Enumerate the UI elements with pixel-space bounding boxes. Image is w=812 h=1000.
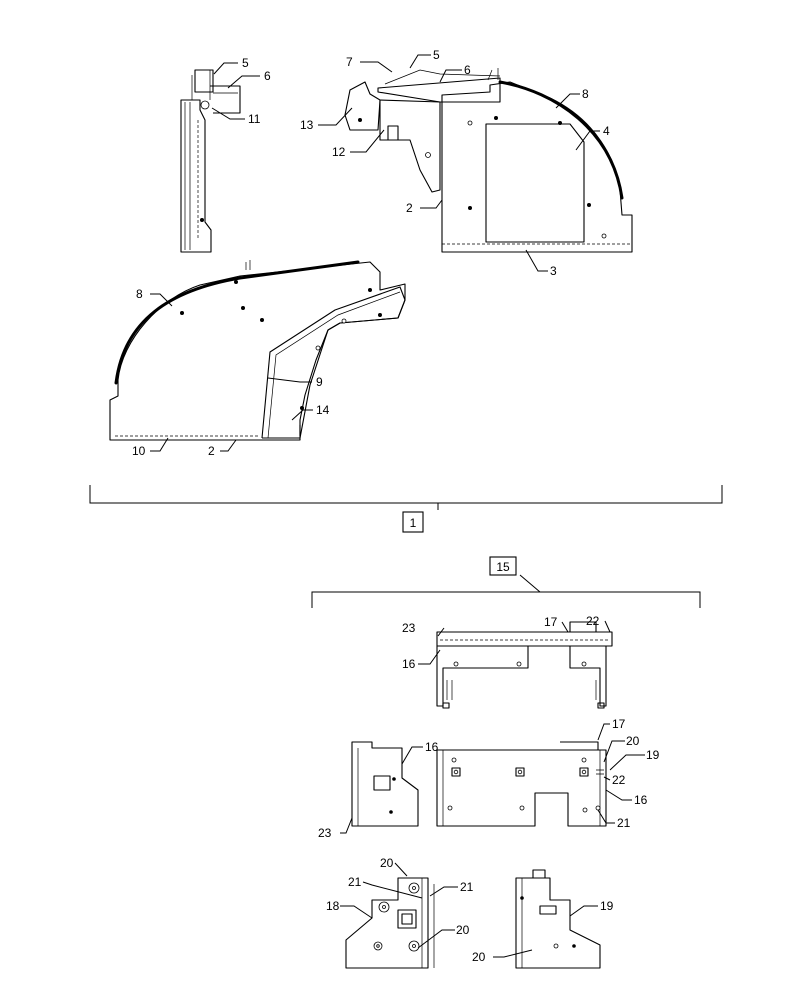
callout-16-top: 16 bbox=[402, 657, 416, 671]
callout-3: 3 bbox=[550, 264, 557, 278]
callout-6-rear: 6 bbox=[464, 63, 471, 77]
assembly-1-bracket bbox=[89, 485, 723, 510]
callout-21-bottom-a: 21 bbox=[348, 875, 362, 889]
callout-9: 9 bbox=[316, 375, 323, 389]
callout-21-mid: 21 bbox=[617, 816, 631, 830]
callout-22-mid: 22 bbox=[612, 773, 626, 787]
callout-20-bottom-a: 20 bbox=[380, 856, 394, 870]
rear-view bbox=[344, 68, 633, 253]
callout-18: 18 bbox=[326, 899, 340, 913]
detail-main-plate bbox=[436, 741, 607, 827]
leader-lines bbox=[150, 54, 645, 958]
callout-20-mid: 20 bbox=[626, 734, 640, 748]
callout-6-side: 6 bbox=[264, 69, 271, 83]
callout-13: 13 bbox=[300, 118, 314, 132]
detail-side-panel bbox=[351, 741, 419, 827]
callout-17-top: 17 bbox=[544, 615, 558, 629]
callout-19-bottom: 19 bbox=[600, 899, 614, 913]
side-profile-view bbox=[180, 69, 241, 253]
callout-11: 11 bbox=[248, 112, 261, 126]
callout-16-side: 16 bbox=[425, 740, 439, 754]
callout-12: 12 bbox=[332, 145, 346, 159]
callout-14: 14 bbox=[316, 403, 330, 417]
callout-box-1: 1 bbox=[402, 511, 424, 533]
callout-5-side: 5 bbox=[242, 56, 249, 70]
svg-text:15: 15 bbox=[496, 560, 510, 574]
callout-22-top: 22 bbox=[586, 614, 600, 628]
svg-text:1: 1 bbox=[410, 516, 417, 530]
callout-4: 4 bbox=[603, 124, 610, 138]
callout-5-rear: 5 bbox=[433, 48, 440, 62]
callout-2-front: 2 bbox=[208, 444, 215, 458]
callout-box-15: 15 bbox=[489, 556, 517, 576]
callout-17-mid: 17 bbox=[612, 717, 626, 731]
callout-20-bottom-b: 20 bbox=[456, 923, 470, 937]
callout-2-rear: 2 bbox=[406, 201, 413, 215]
callout-19-mid: 19 bbox=[646, 748, 660, 762]
front-view bbox=[109, 260, 406, 441]
detail-bracket-front bbox=[436, 621, 613, 709]
detail-bracket-19 bbox=[515, 869, 601, 969]
callout-8-rear: 8 bbox=[582, 87, 589, 101]
callout-23-top: 23 bbox=[402, 621, 416, 635]
callout-8-front: 8 bbox=[136, 287, 143, 301]
callout-21-bottom-b: 21 bbox=[460, 880, 474, 894]
callout-labels: 5 6 11 7 5 6 13 12 2 8 4 3 8 9 14 10 2 2… bbox=[132, 48, 660, 964]
callout-10: 10 bbox=[132, 444, 146, 458]
assembly-15-bracket bbox=[311, 574, 701, 608]
callout-16-right: 16 bbox=[634, 793, 648, 807]
callout-23-side: 23 bbox=[318, 826, 332, 840]
callout-20-bottom-c: 20 bbox=[472, 950, 486, 964]
detail-bracket-18 bbox=[345, 877, 435, 969]
callout-7: 7 bbox=[346, 55, 353, 69]
